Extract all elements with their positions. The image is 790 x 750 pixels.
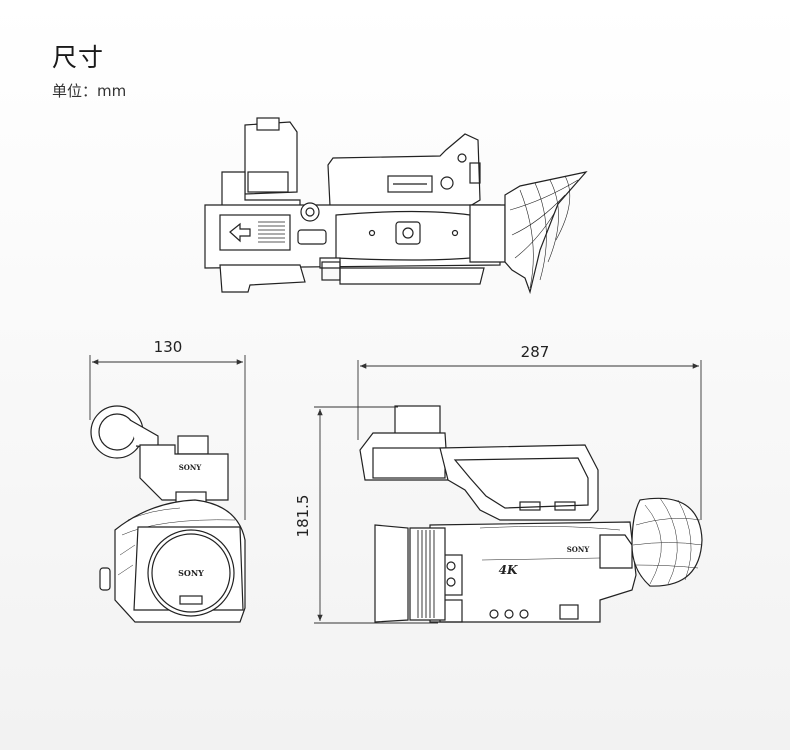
- badge-4k: 4K: [499, 563, 518, 577]
- dimension-length-label: 287: [521, 343, 550, 361]
- unit-label: 单位：mm: [52, 82, 127, 100]
- dimension-length: [357, 360, 702, 520]
- dimension-height: [314, 406, 438, 624]
- brand-logo-front-upper: SONY: [179, 463, 203, 472]
- dimension-width-label: 130: [154, 338, 183, 356]
- front-view: SONY SONY: [90, 405, 246, 623]
- dimension-width: [89, 355, 246, 520]
- top-view: [204, 117, 588, 295]
- side-view: 4K SONY: [359, 405, 703, 623]
- dimension-height-label: 181.5: [294, 495, 312, 538]
- brand-logo-lens-cap: SONY: [178, 568, 204, 578]
- brand-logo-side: SONY: [567, 545, 591, 554]
- page-title: 尺寸: [52, 43, 105, 72]
